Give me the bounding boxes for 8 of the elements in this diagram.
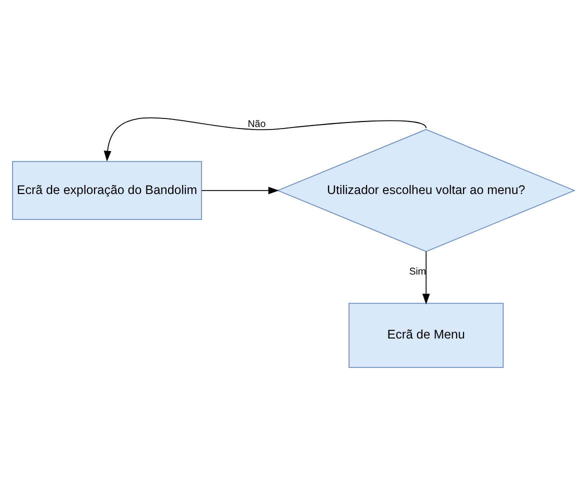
node-diamond: Utilizador escolheu voltar ao menu? <box>276 128 576 252</box>
arrow <box>104 116 427 162</box>
edge-label: Não <box>248 118 266 130</box>
node-box: Ecrã de Menu <box>348 302 504 368</box>
arrow <box>422 250 430 304</box>
edge-label: Sim <box>409 266 426 278</box>
node-box: Ecrã de exploração do Bandolim <box>12 160 202 220</box>
arrow <box>201 186 280 194</box>
